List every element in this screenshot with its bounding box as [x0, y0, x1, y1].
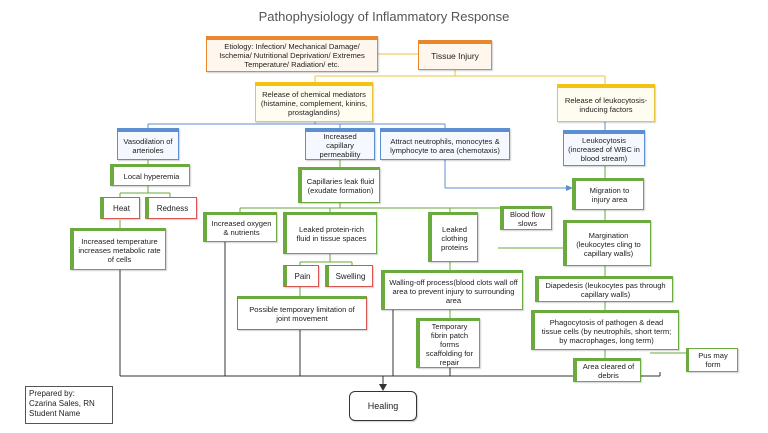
leaked-protein-node: Leaked protein-rich fluid in tissue spac…	[283, 212, 377, 254]
pus-node: Pus may form	[686, 348, 738, 372]
heat-text: Heat	[113, 203, 130, 213]
pain-text: Pain	[294, 271, 311, 281]
fibrin-patch-node: Temporary fibrin patch forms scaffolding…	[416, 318, 480, 368]
diapedesis-node: Diapedesis (leukocytes pas through capil…	[535, 276, 673, 302]
capillaries-leak-node: Capillaries leak fluid (exudate formatio…	[298, 167, 380, 203]
leaked-clotting-text: Leaked clothing proteins	[440, 224, 469, 252]
healing-text: Healing	[367, 400, 399, 411]
pain-node: Pain	[283, 265, 319, 287]
blood-flow-node: Blood flow slows	[500, 206, 552, 230]
area-cleared-text: Area cleared of debris	[582, 362, 635, 380]
leukocytosis-factors-text: Release of leukocytosis-inducing factors	[564, 95, 648, 114]
arrow-to-healing	[379, 384, 387, 391]
capillary-permeability-node: Increased capillary permeability	[305, 128, 375, 160]
page-title: Pathophysiology of Inflammatory Response	[258, 9, 510, 24]
phagocytosis-node: Phagocytosis of pathogen & dead tissue c…	[531, 310, 679, 350]
chem-mediators-node: Release of chemical mediators (histamine…	[255, 82, 373, 122]
credit-box: Prepared by: Czarina Sales, RN Student N…	[25, 386, 113, 424]
swelling-text: Swelling	[335, 271, 366, 281]
fibrin-patch-text: Temporary fibrin patch forms scaffolding…	[425, 321, 474, 367]
pus-text: Pus may form	[698, 351, 728, 369]
joint-limitation-node: Possible temporary limitation of joint m…	[237, 296, 367, 330]
vasodilation-text: Vasodilation of arterioles	[123, 136, 173, 155]
attract-text: Attract neutrophils, monocytes & lymphoc…	[390, 136, 500, 155]
leaked-clotting-node: Leaked clothing proteins	[428, 212, 478, 262]
increased-oxygen-node: Increased oxygen & nutrients	[203, 212, 277, 242]
dark-connectors	[119, 240, 661, 385]
leukocytosis-factors-node: Release of leukocytosis-inducing factors	[557, 84, 655, 122]
leukocytosis-node: Leukocytosis (increased of WBC in blood …	[563, 130, 645, 166]
area-cleared-node: Area cleared of debris	[573, 358, 641, 382]
vasodilation-node: Vasodilation of arterioles	[117, 128, 179, 160]
redness-text: Redness	[156, 203, 189, 213]
redness-node: Redness	[145, 197, 197, 219]
tissue-injury-node: Tissue Injury	[418, 40, 492, 70]
chem-mediators-text: Release of chemical mediators (histamine…	[260, 90, 368, 117]
joint-limitation-text: Possible temporary limitation of joint m…	[249, 305, 355, 323]
migration-text: Migration to injury area	[589, 186, 630, 204]
leukocytosis-text: Leukocytosis (increased of WBC in blood …	[568, 136, 640, 163]
etiology-text: Etiology: Infection/ Mechanical Damage/ …	[219, 42, 365, 69]
margination-text: Margination (leukocytes cling to capilla…	[576, 230, 641, 258]
leaked-protein-text: Leaked protein-rich fluid in tissue spac…	[296, 225, 367, 243]
etiology-node: Etiology: Infection/ Mechanical Damage/ …	[206, 36, 378, 72]
local-hyperemia-node: Local hyperemia	[110, 164, 190, 186]
heat-node: Heat	[100, 197, 140, 219]
healing-node: Healing	[349, 391, 417, 421]
local-hyperemia-text: Local hyperemia	[123, 171, 180, 181]
credit-line-1: Prepared by:	[29, 389, 75, 398]
diapedesis-text: Diapedesis (leukocytes pas through capil…	[545, 281, 666, 299]
walling-off-node: Walling-off process(blood clots wall off…	[381, 270, 523, 310]
blood-flow-text: Blood flow slows	[509, 210, 546, 228]
tissue-injury-text: Tissue Injury	[431, 51, 479, 61]
increased-temperature-text: Increased temperature increases metaboli…	[78, 236, 161, 264]
increased-oxygen-text: Increased oxygen & nutrients	[211, 219, 272, 237]
attract-node: Attract neutrophils, monocytes & lymphoc…	[380, 128, 510, 160]
swelling-node: Swelling	[325, 265, 373, 287]
walling-off-text: Walling-off process(blood clots wall off…	[389, 277, 518, 305]
capillary-permeability-text: Increased capillary permeability	[319, 132, 361, 159]
blue-connectors	[147, 121, 606, 189]
migration-node: Migration to injury area	[572, 178, 644, 210]
increased-temperature-node: Increased temperature increases metaboli…	[70, 228, 166, 270]
credit-line-3: Student Name	[29, 409, 81, 418]
phagocytosis-text: Phagocytosis of pathogen & dead tissue c…	[541, 317, 672, 345]
arrow-to-migration	[566, 185, 573, 191]
capillaries-leak-text: Capillaries leak fluid (exudate formatio…	[306, 177, 375, 195]
credit-line-2: Czarina Sales, RN	[29, 399, 95, 408]
margination-node: Margination (leukocytes cling to capilla…	[563, 220, 651, 266]
